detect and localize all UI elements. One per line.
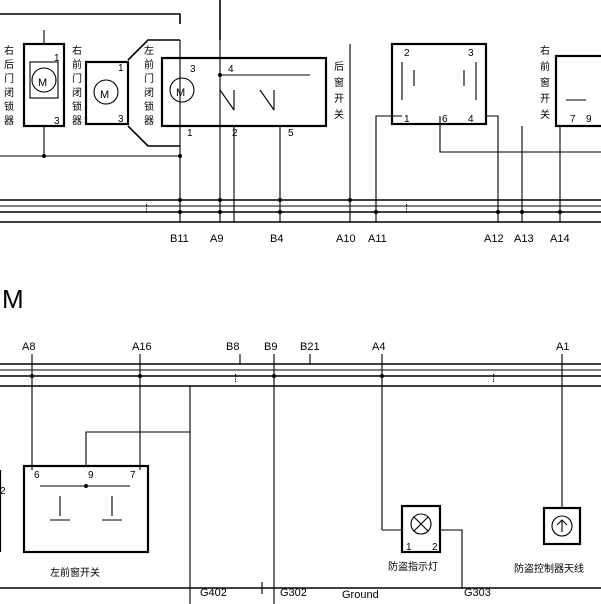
- conn-A14: A14: [550, 233, 570, 245]
- label-front-right-lock: 右 前 门 闭 锁 器: [72, 44, 82, 127]
- top-section: ⁞ ⁞ M 1 3 M 1 3 M 3 4 1 2 5: [0, 0, 601, 245]
- bottom-section: A8 A16 B8 B9 B21 A4 A1 ⁞ ⁞ 6 9 7 左前窗开关: [0, 341, 601, 604]
- conn-A8: A8: [22, 341, 35, 353]
- indicator-pin1: 1: [406, 542, 412, 553]
- svg-text:开: 开: [334, 94, 344, 105]
- ground-G302: G302: [280, 587, 307, 599]
- lfw-switch-pin6: 6: [34, 470, 40, 481]
- svg-text:门: 门: [144, 72, 154, 85]
- svg-text:前: 前: [144, 58, 154, 71]
- conn-A13: A13: [514, 233, 534, 245]
- svg-text:器: 器: [144, 115, 154, 127]
- svg-text:器: 器: [72, 115, 82, 127]
- conn-A10: A10: [336, 233, 356, 245]
- svg-text:闭: 闭: [72, 86, 82, 99]
- svg-text:M: M: [38, 77, 47, 89]
- conn-B9: B9: [264, 341, 277, 353]
- rw-switch-pin4: 4: [468, 114, 474, 125]
- svg-text:器: 器: [4, 115, 14, 127]
- svg-text:M: M: [176, 87, 185, 99]
- svg-text:锁: 锁: [72, 100, 82, 113]
- lf-lock-pin4: 4: [228, 64, 234, 75]
- svg-text:⁞: ⁞: [234, 373, 237, 385]
- svg-text:前: 前: [72, 58, 82, 71]
- svg-text:⁞: ⁞: [145, 203, 148, 215]
- svg-text:门: 门: [72, 72, 82, 85]
- lfw-switch-label: 左前窗开关: [50, 566, 100, 579]
- svg-text:后: 后: [4, 59, 14, 71]
- svg-text:锁: 锁: [4, 100, 14, 113]
- lf-lock-pin2: 2: [232, 128, 238, 139]
- ground-text: Ground: [342, 589, 379, 601]
- svg-text:锁: 锁: [144, 100, 154, 113]
- rf-lock-pin3: 3: [118, 114, 124, 125]
- svg-text:右: 右: [4, 44, 14, 57]
- svg-text:右: 右: [72, 44, 82, 57]
- svg-text:关: 关: [540, 108, 550, 121]
- rr-lock-pin3: 3: [54, 116, 60, 127]
- conn-B4: B4: [270, 233, 283, 245]
- label-rear-right-lock: 右 后 门 闭 锁 器: [4, 44, 14, 127]
- conn-A11: A11: [368, 233, 387, 245]
- rfw-switch-pin9: 9: [586, 114, 592, 125]
- svg-text:开: 开: [540, 94, 550, 105]
- label-right-front-window-switch: 右 前 窗 开 关: [540, 44, 550, 121]
- ground-G402: G402: [200, 587, 227, 599]
- lf-lock-pin3: 3: [190, 64, 196, 75]
- svg-text:后: 后: [334, 61, 344, 73]
- indicator-pin2: 2: [432, 542, 438, 553]
- svg-text:门: 门: [4, 72, 14, 85]
- lfw-switch-pin7: 7: [130, 470, 136, 481]
- lf-lock-pin5: 5: [288, 128, 294, 139]
- left-pin-2: 2: [0, 486, 6, 497]
- rw-switch-pin6: 6: [442, 114, 448, 125]
- conn-A1: A1: [556, 341, 569, 353]
- rfw-switch-pin7: 7: [570, 114, 576, 125]
- rw-switch-pin1: 1: [404, 114, 410, 125]
- label-front-left-lock: 左 前 门 闭 锁 器: [144, 44, 154, 127]
- svg-text:窗: 窗: [540, 76, 550, 89]
- rw-switch-pin3: 3: [468, 48, 474, 59]
- label-rear-window-switch: 后 窗 开 关: [334, 61, 344, 121]
- svg-text:窗: 窗: [334, 76, 344, 89]
- conn-B21: B21: [300, 341, 320, 353]
- lf-lock-pin1: 1: [187, 128, 193, 139]
- svg-text:右: 右: [540, 44, 550, 57]
- svg-text:前: 前: [540, 60, 550, 73]
- rf-lock-pin1: 1: [118, 63, 124, 74]
- rr-lock-pin1: 1: [54, 53, 60, 64]
- svg-text:⁞: ⁞: [492, 373, 495, 385]
- svg-text:M: M: [100, 89, 109, 101]
- rw-switch-pin2: 2: [404, 48, 410, 59]
- svg-text:闭: 闭: [144, 86, 154, 99]
- svg-text:左: 左: [144, 44, 154, 57]
- conn-A16: A16: [132, 341, 152, 353]
- svg-text:⁞: ⁞: [405, 203, 408, 215]
- conn-A9: A9: [210, 233, 223, 245]
- lfw-switch-pin9: 9: [88, 470, 94, 481]
- conn-A12: A12: [484, 233, 504, 245]
- conn-A4: A4: [372, 341, 385, 353]
- svg-text:闭: 闭: [4, 86, 14, 99]
- indicator-label: 防盗指示灯: [388, 560, 438, 573]
- ground-G303: G303: [464, 587, 491, 599]
- conn-B11: B11: [170, 233, 189, 245]
- conn-B8: B8: [226, 341, 239, 353]
- section-label: M: [2, 284, 24, 314]
- controller-label: 防盗控制器天线: [514, 562, 584, 575]
- svg-text:关: 关: [334, 108, 344, 121]
